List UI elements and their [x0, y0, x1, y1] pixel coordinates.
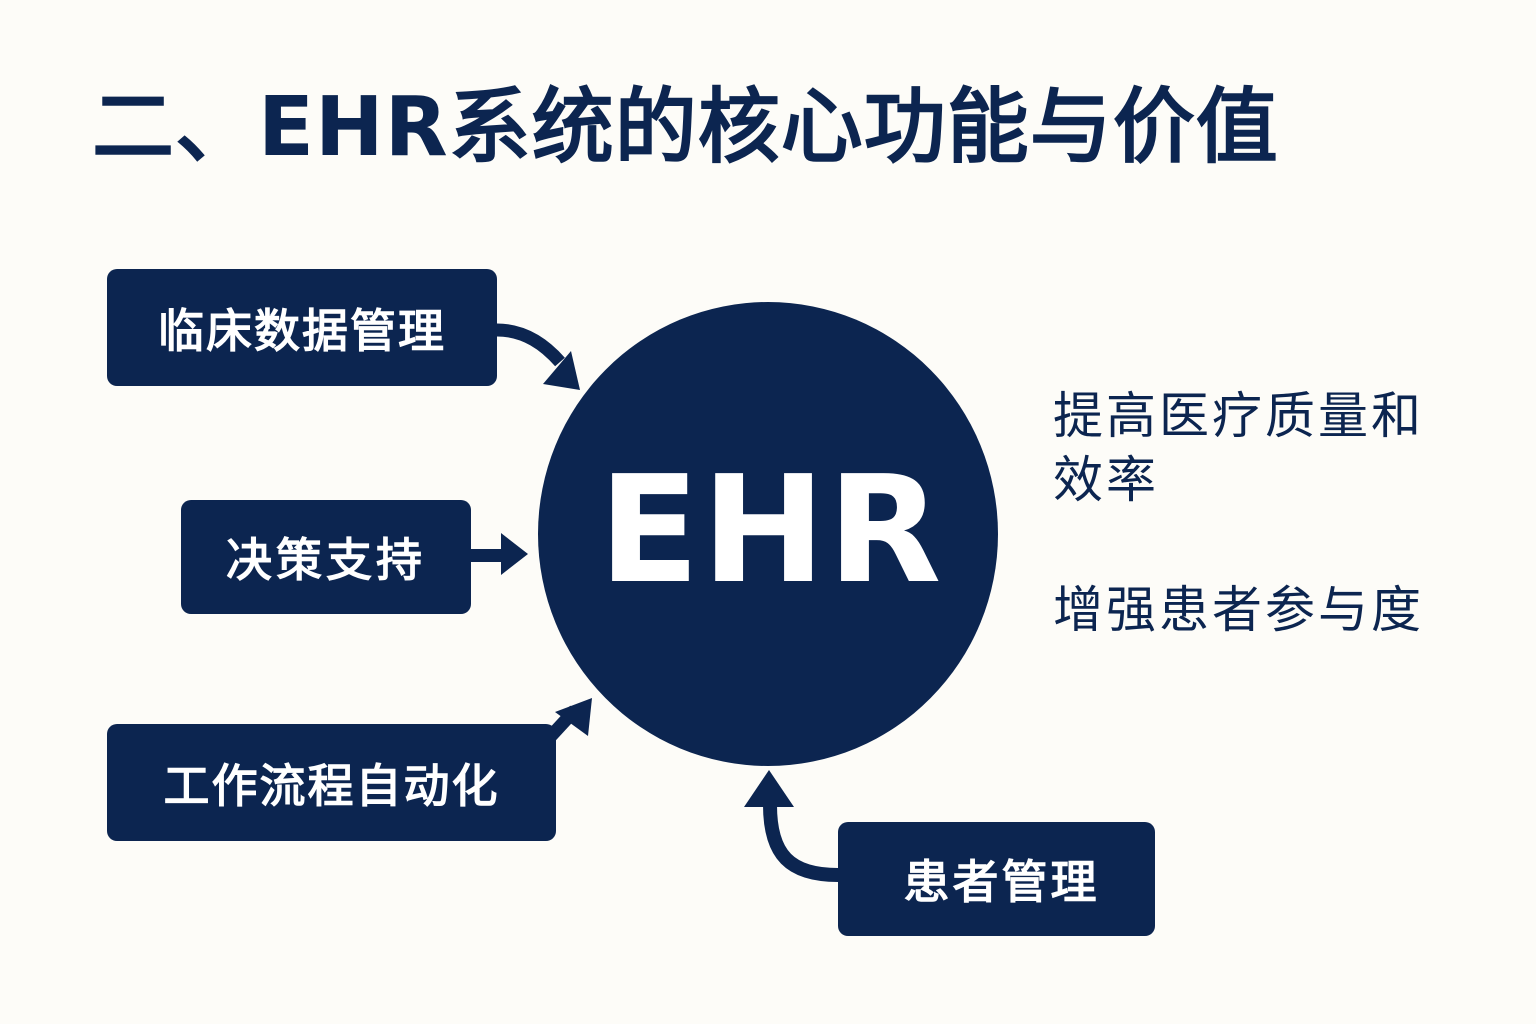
hub-label: EHR	[598, 444, 944, 616]
arrow-patient-to-hub	[744, 770, 839, 882]
arrow-decision-to-hub	[471, 533, 528, 575]
function-box-decision-support: 决策支持	[181, 500, 471, 614]
function-box-clinical-data-management: 临床数据管理	[107, 269, 497, 386]
ehr-hub-circle: EHR	[538, 302, 998, 766]
value-quality-efficiency: 提高医疗质量和效率	[1053, 387, 1424, 509]
slide-title: 二、EHR系统的核心功能与价值	[92, 80, 1279, 175]
arrow-clinical-to-hub	[496, 323, 580, 390]
function-box-patient-management: 患者管理	[838, 822, 1155, 936]
function-label: 临床数据管理	[158, 303, 446, 358]
function-label: 工作流程自动化	[163, 758, 500, 813]
function-label: 患者管理	[903, 855, 1100, 909]
value-patient-engagement: 增强患者参与度	[1053, 581, 1424, 639]
function-box-workflow-automation: 工作流程自动化	[107, 724, 556, 841]
function-label: 决策支持	[226, 533, 426, 587]
